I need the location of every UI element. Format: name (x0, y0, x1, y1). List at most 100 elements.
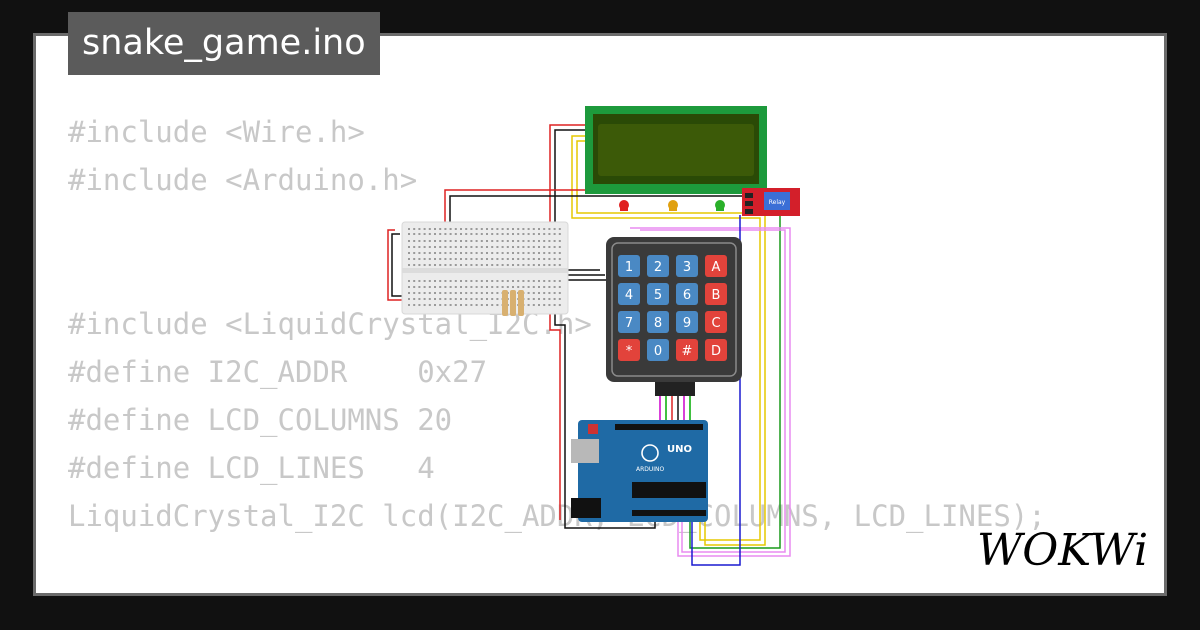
breadboard-hole (480, 258, 483, 260)
led-green-base (716, 205, 724, 211)
breadboard-hole (496, 240, 499, 242)
reset-button[interactable] (588, 424, 598, 434)
breadboard-hole (517, 252, 520, 254)
breadboard-hole (428, 292, 431, 294)
breadboard-hole (470, 298, 473, 300)
resistors[interactable] (502, 290, 524, 316)
resistor-1[interactable] (502, 290, 508, 316)
relay-label: Relay (769, 199, 786, 206)
breadboard-hole (496, 304, 499, 306)
breadboard-hole (449, 304, 452, 306)
breadboard-hole (558, 286, 561, 288)
keypad-key[interactable] (618, 311, 640, 333)
breadboard-hole (480, 286, 483, 288)
breadboard-hole (465, 228, 468, 230)
resistor-3[interactable] (518, 290, 524, 316)
breadboard-hole (423, 228, 426, 230)
breadboard-hole (449, 246, 452, 248)
breadboard-hole (512, 280, 514, 282)
breadboard-hole (460, 298, 462, 300)
breadboard-hole (449, 258, 452, 260)
breadboard-hole (454, 298, 457, 300)
breadboard-hole (460, 246, 462, 248)
breadboard[interactable] (401, 221, 569, 315)
breadboard-hole (532, 252, 535, 254)
breadboard-hole (543, 298, 546, 300)
breadboard-hole (434, 286, 436, 288)
breadboard-hole (413, 228, 416, 230)
breadboard-hole (454, 292, 457, 294)
breadboard-hole (460, 264, 462, 266)
breadboard-hole (496, 252, 499, 254)
breadboard-hole (553, 280, 556, 282)
resistor-2[interactable] (510, 290, 516, 316)
lcd-display[interactable] (585, 106, 767, 194)
breadboard-hole (543, 264, 546, 266)
breadboard-hole (538, 240, 540, 242)
wire-yellow-lcd-sda (571, 135, 761, 541)
breadboard-hole (538, 246, 540, 248)
breadboard-hole (439, 286, 442, 288)
breadboard-hole (454, 252, 457, 254)
breadboard-hole (444, 286, 447, 288)
breadboard-hole (506, 228, 509, 230)
keypad-key[interactable] (676, 311, 698, 333)
breadboard-hole (449, 280, 452, 282)
wire-pink-led-2 (630, 227, 791, 557)
breadboard-hole (423, 286, 426, 288)
keypad-key[interactable] (705, 339, 727, 361)
keypad-key[interactable] (618, 255, 640, 277)
breadboard-hole (470, 240, 473, 242)
keypad-key[interactable] (705, 255, 727, 277)
arduino-uno[interactable]: UNO ARDUINO (571, 420, 708, 522)
keypad-key[interactable] (705, 283, 727, 305)
breadboard-hole (501, 240, 504, 242)
keypad-key-label: 9 (683, 316, 691, 331)
keypad-key[interactable] (647, 255, 669, 277)
breadboard-hole (486, 246, 488, 248)
keypad-key[interactable] (705, 311, 727, 333)
breadboard-hole (408, 264, 410, 266)
breadboard-hole (506, 246, 509, 248)
breadboard-hole (470, 258, 473, 260)
relay-module[interactable]: Relay (742, 188, 800, 216)
keypad-key[interactable] (647, 311, 669, 333)
breadboard-hole (428, 264, 431, 266)
breadboard-hole (548, 286, 551, 288)
arduino-logo-icon (641, 444, 659, 462)
breadboard-hole (439, 304, 442, 306)
breadboard-hole (558, 252, 561, 254)
keypad-key[interactable] (676, 255, 698, 277)
keypad-key[interactable] (676, 339, 698, 361)
keypad-key[interactable] (618, 339, 640, 361)
keypad-key[interactable] (647, 339, 669, 361)
breadboard-hole (491, 252, 494, 254)
keypad-key[interactable] (676, 283, 698, 305)
keypad-key[interactable] (647, 283, 669, 305)
breadboard-hole (558, 298, 561, 300)
breadboard-hole (460, 292, 462, 294)
breadboard-hole (480, 246, 483, 248)
keypad-key-label: A (712, 260, 721, 275)
breadboard-hole (548, 228, 551, 230)
breadboard-hole (517, 246, 520, 248)
breadboard-hole (428, 258, 431, 260)
breadboard-hole (418, 286, 421, 288)
breadboard-hole (418, 280, 421, 282)
breadboard-hole (428, 246, 431, 248)
breadboard-hole (465, 280, 468, 282)
breadboard-hole (506, 286, 509, 288)
leds[interactable] (619, 200, 725, 211)
code-line: #define LCD_COLUMNS 20 (68, 403, 453, 437)
keypad-key[interactable] (618, 283, 640, 305)
breadboard-hole (465, 292, 468, 294)
breadboard-hole (423, 258, 426, 260)
breadboard-hole (532, 246, 535, 248)
wire-red-breadboard (387, 229, 405, 301)
keypad-key-label: 8 (654, 316, 662, 331)
breadboard-hole (460, 286, 462, 288)
breadboard-hole (444, 252, 447, 254)
breadboard-hole (408, 240, 410, 242)
